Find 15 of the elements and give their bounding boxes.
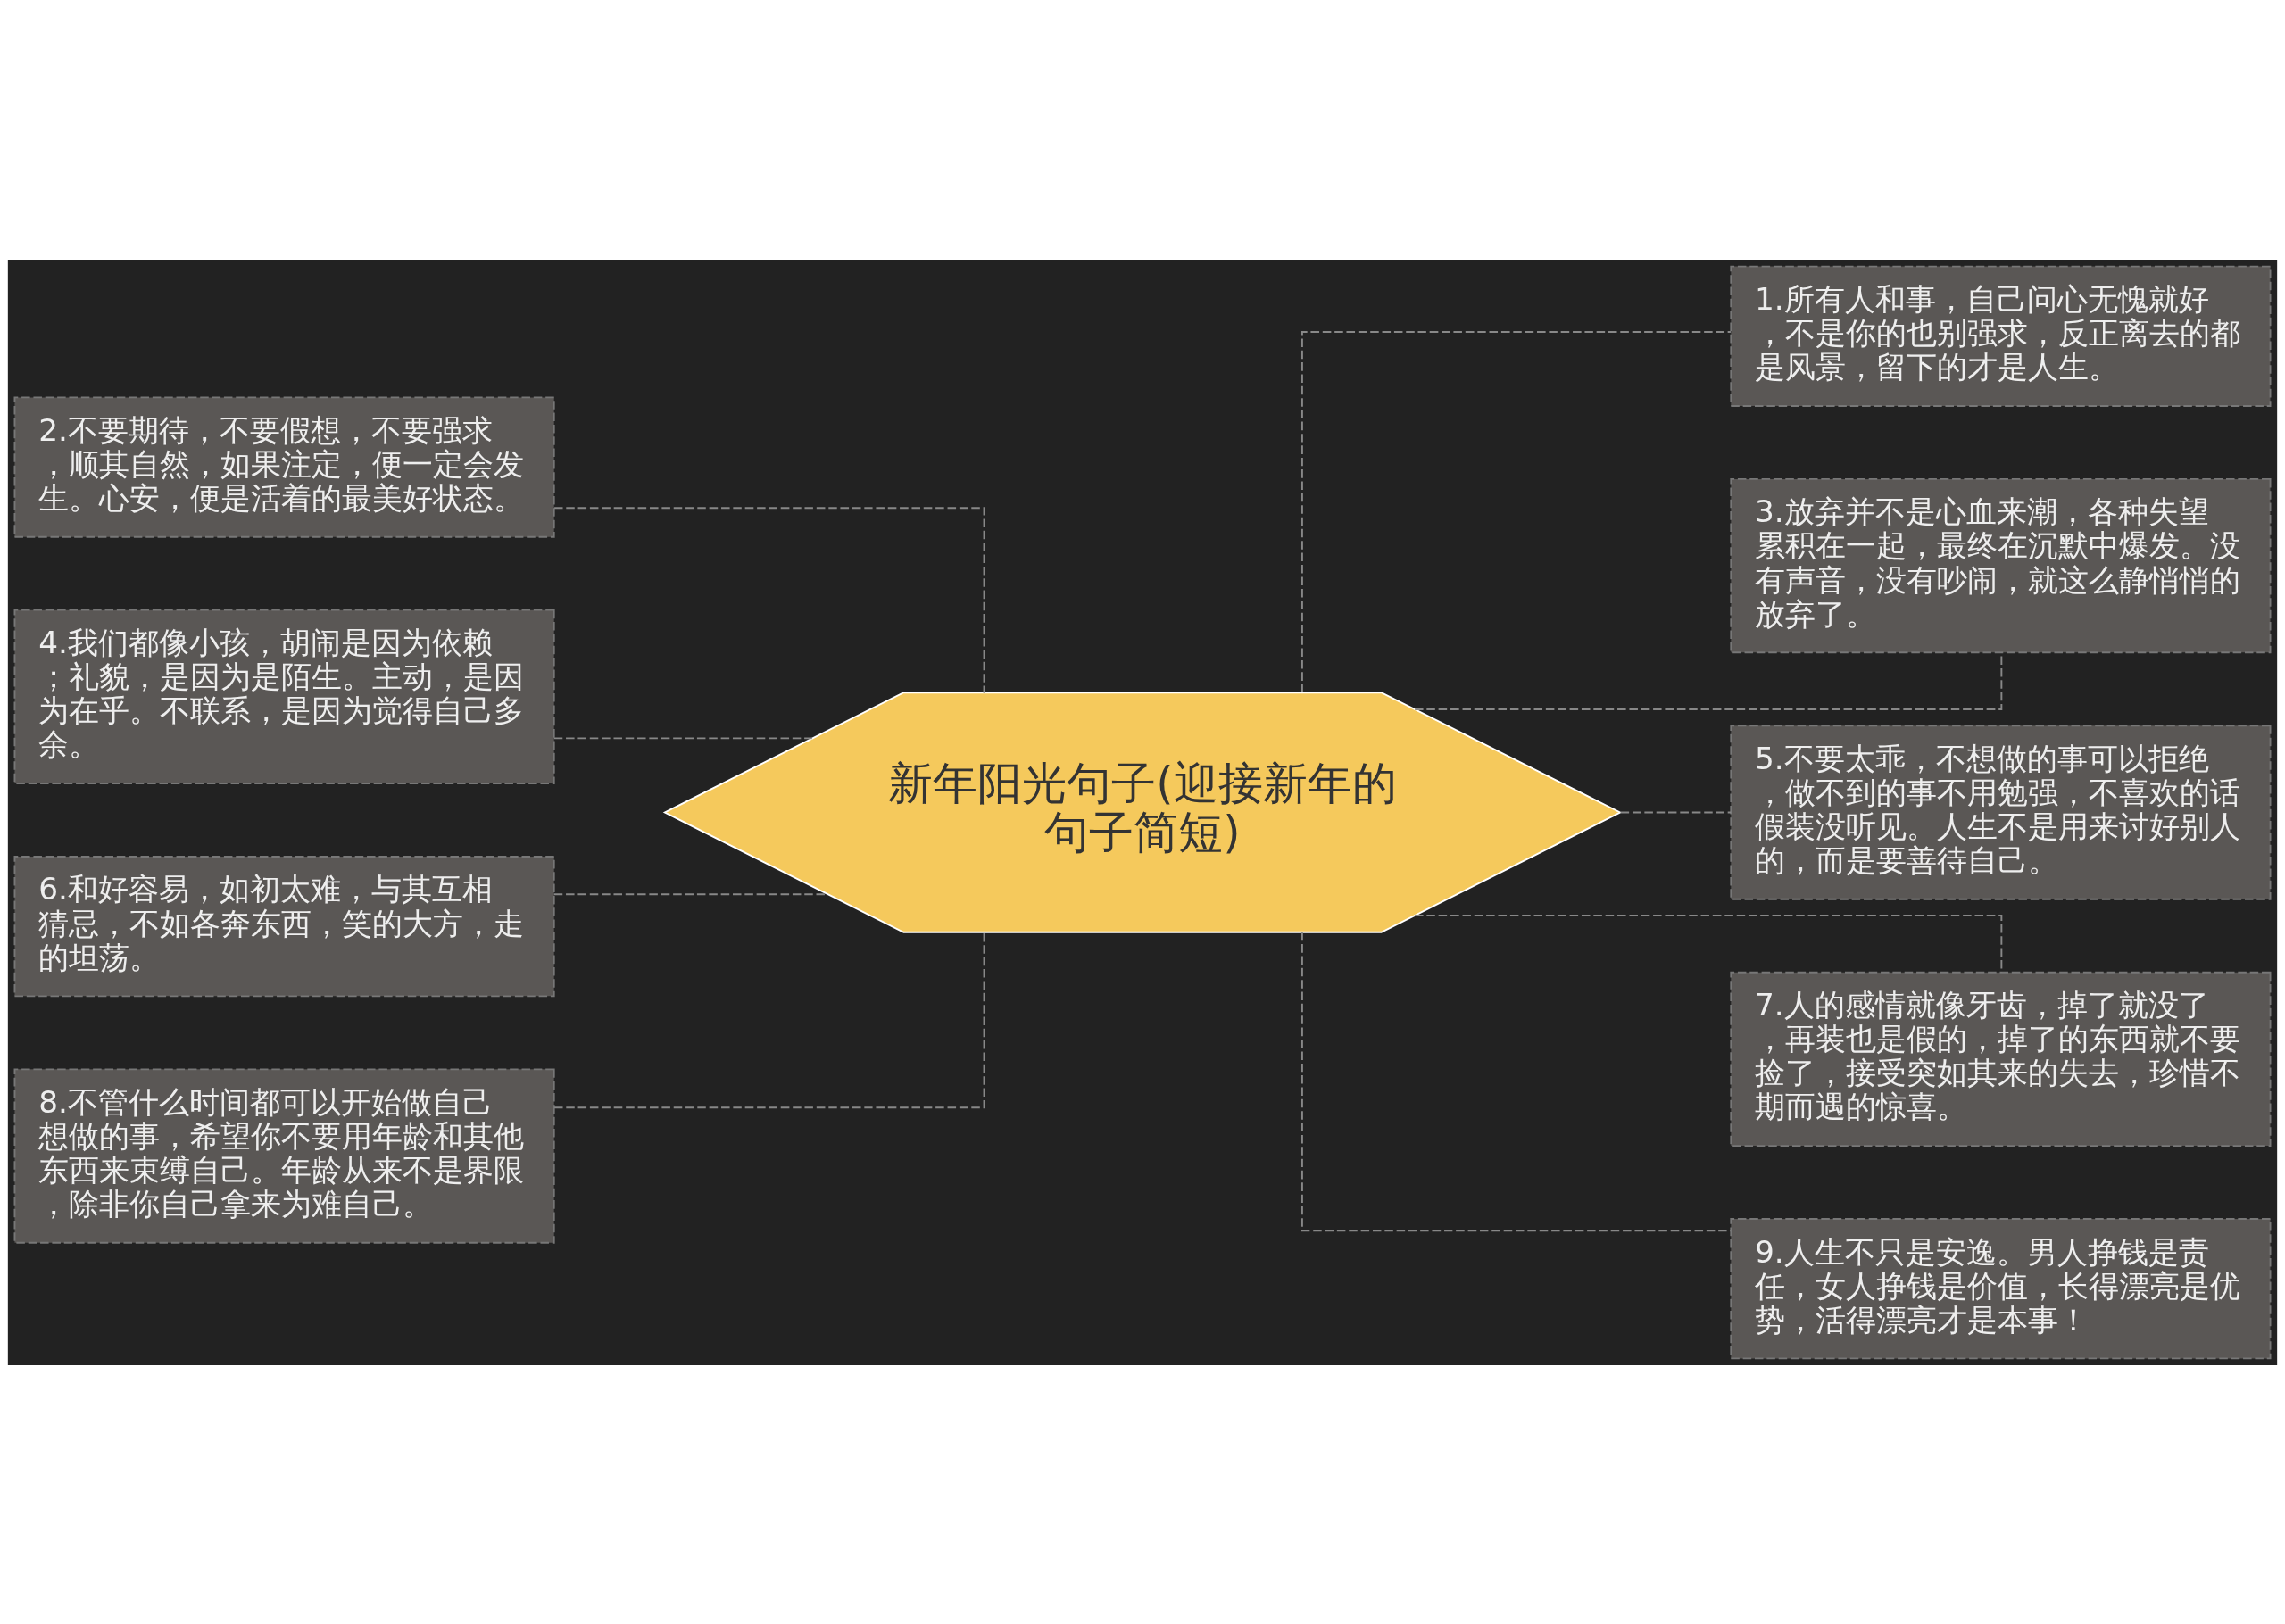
node-box: 4.我们都像小孩，胡闹是因为依赖；礼貌，是因为是陌生。主动，是因为在乎。不联系，是因为觉得自己多余。	[13, 609, 555, 784]
connector	[553, 736, 813, 739]
node-box: 1.所有人和事，自己问心无愧就好，不是你的也别强求，反正离去的都是风景，留下的才是人生。	[1730, 265, 2272, 407]
connector	[1301, 931, 1732, 1231]
node-box: 8.不管什么时间都可以开始做自己想做的事，希望你不要用年龄和其他东西来束缚自己。年龄从来不是界限，除非你自己拿来为难自己。	[13, 1067, 555, 1244]
node-box: 2.不要期待，不要假想，不要强求，顺其自然，如果注定，便一定会发生。心安，便是活着的最美好状态。	[13, 395, 555, 538]
node-box: 3.放弃并不是心血来潮，各种失望累积在一起，最终在沉默中爆发。没有声音，没有吵闹，就这么静悄悄的放弃了。	[1730, 477, 2272, 653]
node-box: 7.人的感情就像牙齿，掉了就没了，再装也是假的，掉了的东西就不要捡了，接受突如其来的失去，珍惜不期而遇的惊喜。	[1730, 971, 2272, 1147]
connector	[553, 931, 985, 1108]
node-box: 5.不要太乖，不想做的事可以拒绝，做不到的事不用勉强，不喜欢的话假装没听见。人生不是用来讨好别人的，而是要善待自己。	[1730, 724, 2272, 900]
connector	[1301, 330, 1732, 693]
node-box: 6.和好容易，如初太难，与其互相猜忌，不如各奔东西，笑的大方，走的坦荡。	[13, 855, 555, 997]
connector	[553, 506, 985, 694]
node-box: 9.人生不只是安逸。男人挣钱是责任，女人挣钱是价值，长得漂亮是优势，活得漂亮才是本事！	[1730, 1217, 2272, 1359]
connector	[1619, 811, 1732, 813]
